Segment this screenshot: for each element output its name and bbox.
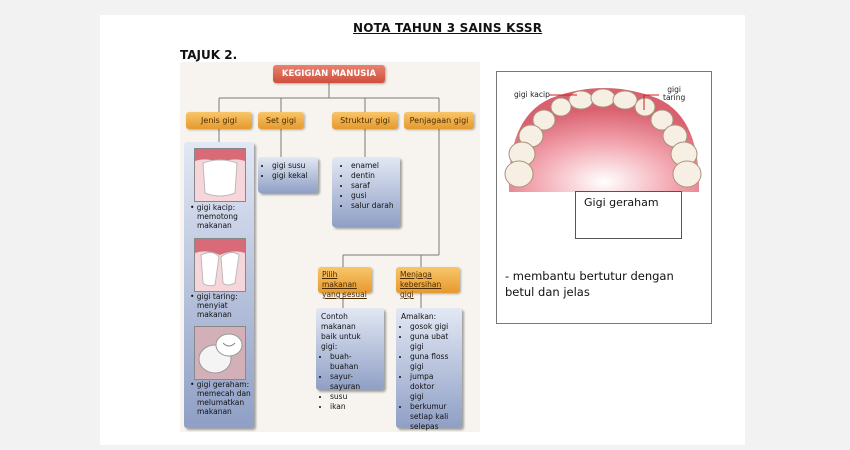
list-item: gusi [351, 191, 395, 201]
teeth-diagram-box: gigi kacip gigi taring Gigi geraham - me… [496, 71, 712, 324]
list-item: berkumur setiap kali selepas makan [410, 402, 457, 432]
sub-pilih-makanan: Pilih makanan yang sesuai [318, 267, 372, 299]
incisor-tooth-image [194, 148, 246, 202]
section-heading: TAJUK 2. [180, 48, 238, 62]
pilih-makanan-panel: Contoh makanan baik untuk gigi: buah-bua… [316, 308, 384, 411]
label-gigi-taring: • gigi taring: menyiat makanan [190, 292, 238, 319]
label-gigi-kacip: gigi kacip [514, 90, 550, 99]
label-gigi-taring: gigi taring [663, 85, 686, 102]
connector-lines [218, 83, 440, 308]
list-item: sayur-sayuran [330, 372, 379, 392]
jenis-gigi-panel: • gigi kacip: memotong makanan • gigi ta… [184, 142, 254, 428]
label-gigi-kacip: • gigi kacip: memotong makanan [190, 203, 238, 230]
menjaga-kebersihan-panel: Amalkan: gosok gigi guna ubat gigi guna … [396, 308, 462, 431]
struktur-gigi-panel: enamel dentin saraf gusi salur darah [332, 157, 400, 227]
category-struktur-gigi: Struktur gigi [332, 112, 398, 129]
category-penjagaan-gigi: Penjagaan gigi [404, 112, 474, 129]
gigi-function-description: - membantu bertutur dengan betul dan jel… [505, 269, 674, 299]
list-item: jumpa doktor gigi [410, 372, 457, 402]
canine-tooth-image [194, 238, 246, 292]
list-item: saraf [351, 181, 395, 191]
list-item: guna floss gigi [410, 352, 457, 372]
list-item: buah-buahan [330, 352, 379, 372]
list-item: gigi kekal [272, 171, 313, 181]
category-jenis-gigi: Jenis gigi [186, 112, 252, 129]
list-item: enamel [351, 161, 395, 171]
list-item: susu [330, 392, 379, 402]
list-item: gosok gigi [410, 322, 457, 332]
list-item: gigi susu [272, 161, 313, 171]
category-set-gigi: Set gigi [258, 112, 304, 129]
concept-map-figure: KEGIGIAN MANUSIA Jenis gigi Set gigi Str… [180, 62, 480, 432]
concept-root: KEGIGIAN MANUSIA [273, 65, 385, 83]
document-title: NOTA TAHUN 3 SAINS KSSR [353, 21, 543, 35]
list-item: ikan [330, 402, 379, 412]
set-gigi-panel: gigi susu gigi kekal [258, 157, 318, 193]
label-gigi-geraham: • gigi geraham: memecah dan melumatkan m… [190, 380, 251, 416]
dental-arch-illustration [504, 88, 702, 192]
gigi-geraham-box: Gigi geraham [575, 191, 682, 239]
molar-tooth-image [194, 326, 246, 380]
list-item: dentin [351, 171, 395, 181]
list-item: salur darah [351, 201, 395, 211]
sub-menjaga-kebersihan: Menjaga kebersihan gigi [396, 267, 460, 299]
list-item: guna ubat gigi [410, 332, 457, 352]
